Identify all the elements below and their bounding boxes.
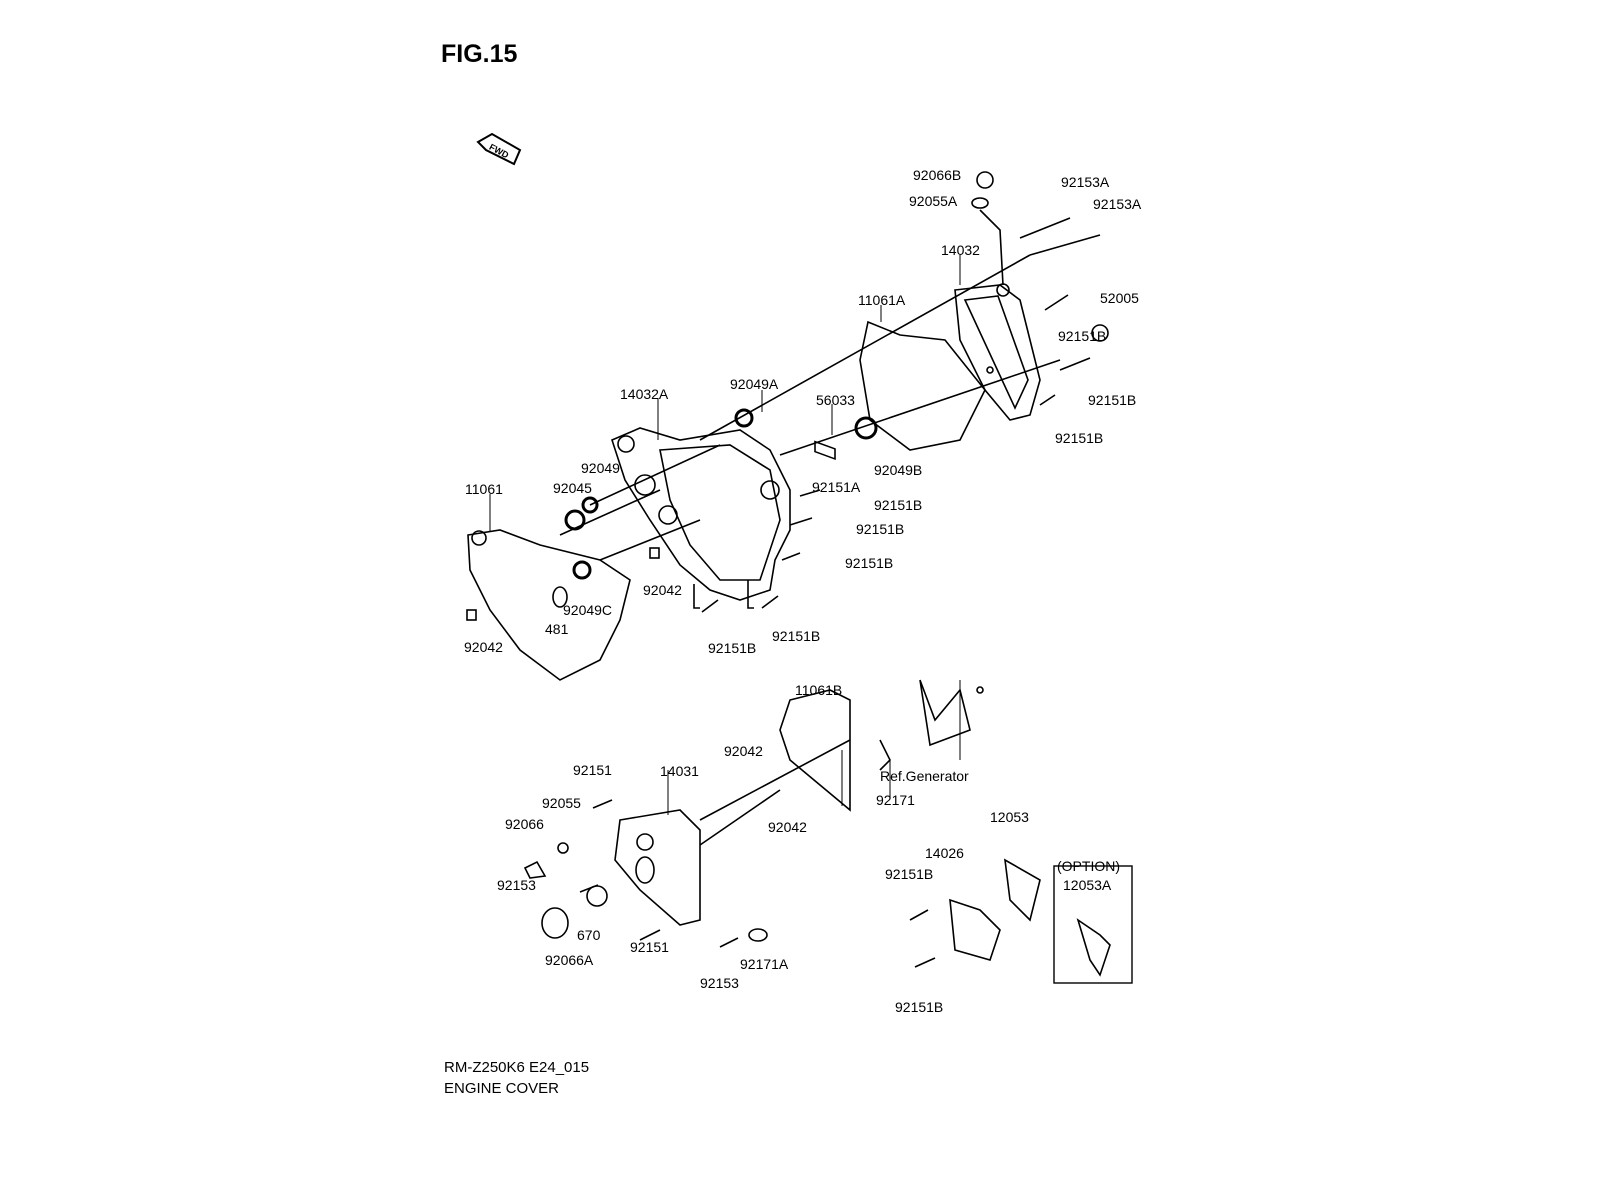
part-label: 92151B [708,640,757,656]
part-label: 92066A [545,952,594,968]
part-label: 92042 [768,819,807,835]
part-label: 14032 [941,242,980,258]
gasket-11061A [859,320,986,451]
part-label: 92049 [581,460,620,476]
part-label: 92151 [573,762,612,778]
part-label: 92153A [1061,174,1110,190]
part-label: 11061B [795,682,843,698]
model-code: RM-Z250K6 E24_015 [444,1059,590,1076]
part-label: 92151B [845,555,894,571]
part-label: 92055A [909,193,958,209]
part-label: 92171A [740,956,789,972]
part-label: 92055 [542,795,581,811]
part-label: 52005 [1100,290,1139,306]
part-label: 11061A [858,292,906,308]
magneto-cover-14031 [614,809,701,926]
part-label: 92049A [730,376,779,392]
part-label: 14026 [925,845,964,861]
part-label: 92151B [1088,392,1137,408]
part-label: 11061 [465,481,503,497]
part-label: 92151B [1058,328,1107,344]
fwd-arrow-icon: FWD [476,132,522,166]
part-label: 14031 [660,763,699,779]
clutch-cover-14032 [954,171,1041,421]
part-label: 670 [577,927,601,943]
gasket-11061B [779,689,851,812]
part-label: 92049C [563,602,613,618]
figure-number: FIG.15 [441,40,518,68]
part-label: 92171 [876,792,915,808]
part-label: 92042 [643,582,682,598]
part-label: (OPTION) [1057,858,1120,874]
part-label: 92066 [505,816,544,832]
part-label: 92151A [812,479,861,495]
part-label: 56033 [816,392,855,408]
option-box [1053,865,1133,984]
part-label: 92151 [630,939,669,955]
part-label: 92042 [464,639,503,655]
part-label: 92153 [497,877,536,893]
part-label: 481 [545,621,569,637]
part-label: 92151B [885,866,934,882]
part-label: 92049B [874,462,923,478]
part-label: 92153 [700,975,739,991]
part-label: 92066B [913,167,962,183]
part-label: 92151B [895,999,944,1015]
part-label: 12053 [990,809,1029,825]
part-label: 92151B [856,521,905,537]
part-label: 92151B [1055,430,1104,446]
part-label: 92042 [724,743,763,759]
gasket-11061 [467,529,631,681]
part-label: 92153A [1093,196,1142,212]
part-label: 14032A [620,386,669,402]
crankcase-cover-14032A [611,427,791,601]
part-label: 12053A [1063,877,1112,893]
part-label: Ref.Generator [880,768,969,784]
diagram-title: ENGINE COVER [444,1080,560,1097]
part-label: 92151B [772,628,821,644]
part-label: 92045 [553,480,592,496]
part-label: 92151B [874,497,923,513]
